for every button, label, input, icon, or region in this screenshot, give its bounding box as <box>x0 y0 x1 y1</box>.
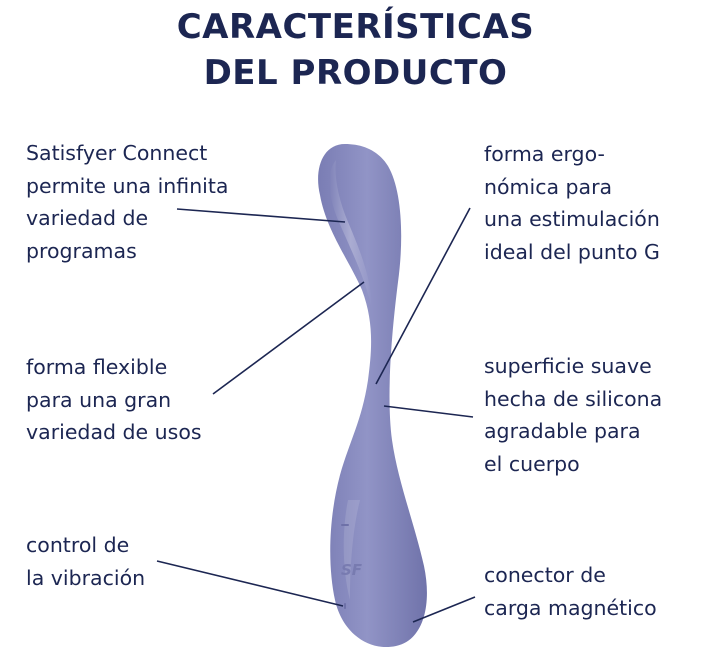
feature-surface-line-2: hecha de silicona <box>484 386 663 411</box>
feature-flexible-line-2: para una gran <box>26 387 172 412</box>
feature-surface-line-1: superficie suave <box>484 354 652 378</box>
title-line-1: CARACTERÍSTICAS <box>176 7 535 47</box>
feature-app-line-2: permite una infinita <box>26 173 229 198</box>
feature-shape-line-2: nómica para <box>484 174 613 199</box>
title-line-2: DEL PRODUCTO <box>203 53 508 93</box>
feature-charger-line-2: carga magnético <box>484 595 657 620</box>
product-highlight <box>329 160 372 310</box>
product-body <box>318 144 427 648</box>
feature-app-line-1: Satisfyer Connect <box>26 141 208 165</box>
leader-line-shape <box>375 207 471 385</box>
feature-control-line-2: la vibración <box>26 565 146 590</box>
feature-flexible-line-1: forma flexible <box>26 355 168 379</box>
feature-app-connect: Satisfyer Connect permite una infinita v… <box>26 137 228 267</box>
feature-surface-line-4: el cuerpo <box>484 451 580 476</box>
logo-mark: SF <box>341 561 363 579</box>
leader-line-app <box>176 208 346 223</box>
leader-line-control <box>156 560 344 607</box>
feature-shape-line-4: ideal del punto G <box>484 239 660 264</box>
leader-line-surface <box>383 405 474 418</box>
feature-ergonomic-shape: forma ergo- nómica para una estimulación… <box>484 138 660 268</box>
feature-shape-line-1: forma ergo- <box>484 142 605 166</box>
plus-button-mark <box>344 603 346 609</box>
feature-flexible-shape: forma flexible para una gran variedad de… <box>26 351 202 449</box>
leader-line-charger <box>412 596 476 623</box>
feature-magnetic-charger: conector de carga magnético <box>484 559 657 624</box>
feature-charger-line-1: conector de <box>484 563 606 587</box>
feature-app-line-4: programas <box>26 238 137 263</box>
feature-vibration-control: control de la vibración <box>26 529 145 594</box>
feature-app-line-3: variedad de <box>26 206 149 230</box>
minus-button-mark <box>341 524 349 526</box>
feature-flexible-line-3: variedad de usos <box>26 420 202 444</box>
feature-shape-line-3: una estimulación <box>484 207 660 231</box>
feature-control-line-1: control de <box>26 533 130 557</box>
feature-surface-line-3: agradable para <box>484 419 641 443</box>
feature-silicone-surface: superficie suave hecha de silicona agrad… <box>484 350 662 480</box>
leader-line-flexible <box>212 281 365 395</box>
